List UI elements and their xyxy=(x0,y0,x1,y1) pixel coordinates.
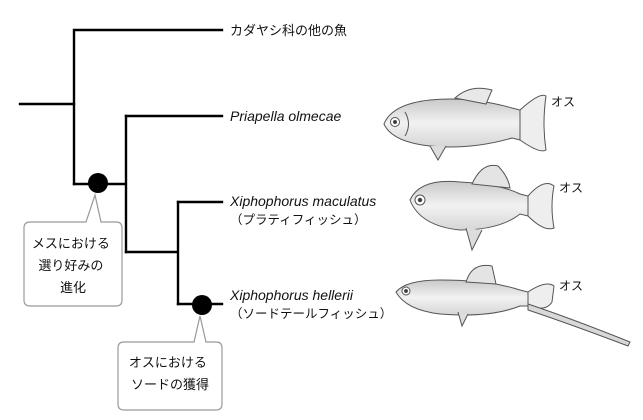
event-label-line: オスにおける xyxy=(129,356,207,371)
hellerii-fish-illustration xyxy=(395,264,631,347)
tree-branches xyxy=(18,28,224,306)
taxon-priapella: Priapella olmecae xyxy=(230,108,341,124)
callout-sword: オスにおける ソードの獲得 xyxy=(117,315,223,411)
event-label-line: 進化 xyxy=(60,281,86,296)
outgroup-branch xyxy=(72,28,224,186)
taxon-maculatus: Xiphophorus maculatus xyxy=(229,193,376,209)
event-label-line: メスにおける xyxy=(32,237,110,252)
maculatus-fish-illustration xyxy=(409,164,555,252)
event-node-sword xyxy=(192,295,212,315)
sex-label-priapella: オス xyxy=(551,95,575,109)
event-label-line: ソードの獲得 xyxy=(131,377,209,393)
taxon-hellerii-common: （ソードテールフィッシュ） xyxy=(230,306,392,321)
taxon-hellerii: Xiphophorus hellerii xyxy=(229,287,354,303)
callout-female-choice: メスにおける 選り好みの 進化 xyxy=(23,192,123,307)
event-label-line: 選り好みの xyxy=(38,259,103,274)
svg-text:メスにおける 選り好みの 進化: メスにおける 選り好みの 進化 xyxy=(32,237,114,296)
taxon-other-poeciliids: カダヤシ科の他の魚 xyxy=(230,24,347,39)
event-node-female-choice xyxy=(88,173,108,193)
priapella-fish-illustration xyxy=(383,87,547,162)
svg-text:オスにおける ソードの獲得: オスにおける ソードの獲得 xyxy=(129,356,211,393)
sex-label-hellerii: オス xyxy=(559,279,583,293)
taxon-maculatus-common: （プラティフィッシュ） xyxy=(230,212,367,227)
xiphophorus-branch xyxy=(124,200,180,306)
sex-label-maculatus: オス xyxy=(559,181,583,195)
